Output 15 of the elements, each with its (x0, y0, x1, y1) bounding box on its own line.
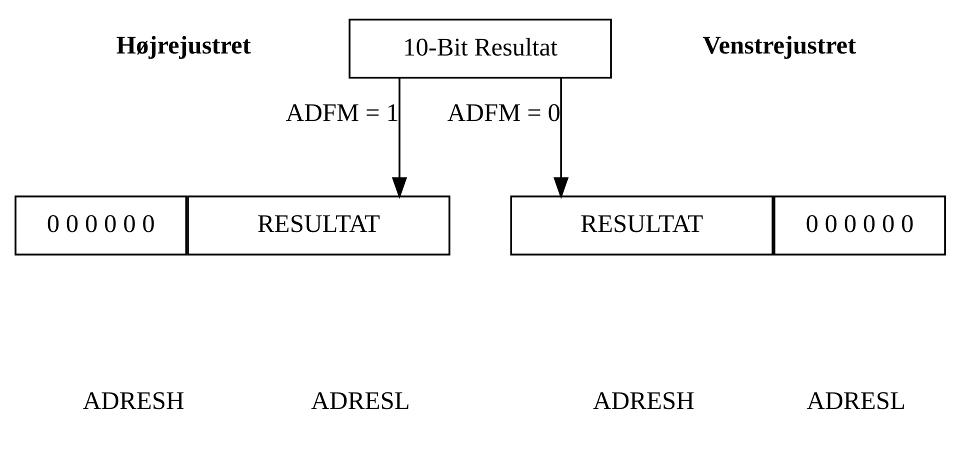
label: ADRESL (806, 386, 906, 415)
node-box: 0 0 0 0 0 0 (773, 195, 946, 255)
edge-label: ADFM = 1 (286, 98, 399, 127)
arrow (392, 77, 408, 198)
node-box: RESULTAT (187, 195, 450, 255)
node-box: 0 0 0 0 0 0 (14, 195, 188, 255)
arrow (553, 77, 569, 198)
label: ADRESH (592, 386, 694, 415)
node-box: 10-Bit Resultat (348, 18, 612, 78)
label: ADRESH (82, 386, 184, 415)
label: Venstrejustret (702, 31, 856, 60)
label: ADRESL (311, 386, 410, 415)
node-box: RESULTAT (510, 195, 774, 255)
label: Højrejustret (116, 31, 251, 60)
edge-label: ADFM = 0 (447, 98, 560, 127)
